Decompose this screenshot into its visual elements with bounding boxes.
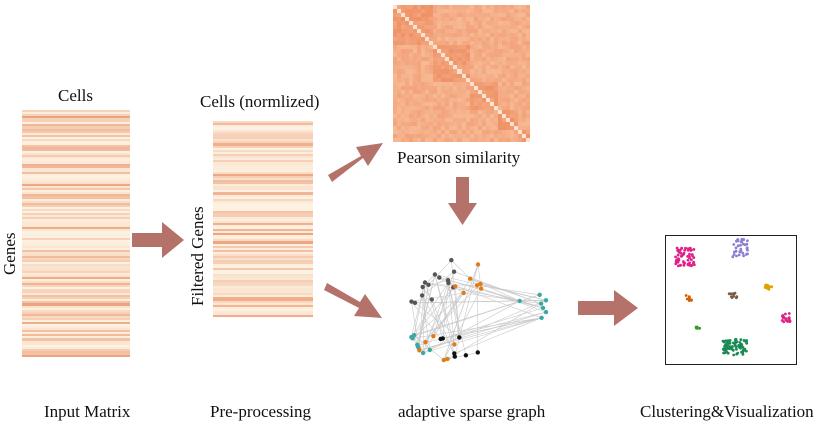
preprocess-caption: Pre-processing <box>210 402 312 421</box>
input-matrix-genes-label: Genes <box>0 232 19 275</box>
input-matrix-heatmap <box>22 110 130 357</box>
adaptive-sparse-graph <box>409 258 549 363</box>
input-matrix-caption: Input Matrix <box>44 402 131 421</box>
pearson-similarity-heatmap <box>393 5 530 142</box>
pearson-similarity-caption: Pearson similarity <box>397 148 521 167</box>
arrow-preprocess-to-graph <box>324 283 382 318</box>
preprocess-matrix-title: Cells (normlized) <box>200 92 320 111</box>
adaptive-sparse-graph-caption: adaptive sparse graph <box>398 402 546 421</box>
arrow-preprocess-to-similarity <box>328 143 383 182</box>
clustering-caption: Clustering&Visualization <box>640 402 814 421</box>
preprocess-matrix-heatmap <box>213 121 313 317</box>
clustering-scatter <box>674 237 792 357</box>
arrow-similarity-to-graph <box>448 177 477 225</box>
clustering-plot-frame <box>665 235 797 365</box>
arrow-graph-to-clustering <box>578 290 638 326</box>
preprocess-filtered-genes-label: Filtered Genes <box>188 206 207 306</box>
arrow-input-to-preprocess <box>132 222 184 258</box>
input-matrix-title: Cells <box>58 86 93 105</box>
